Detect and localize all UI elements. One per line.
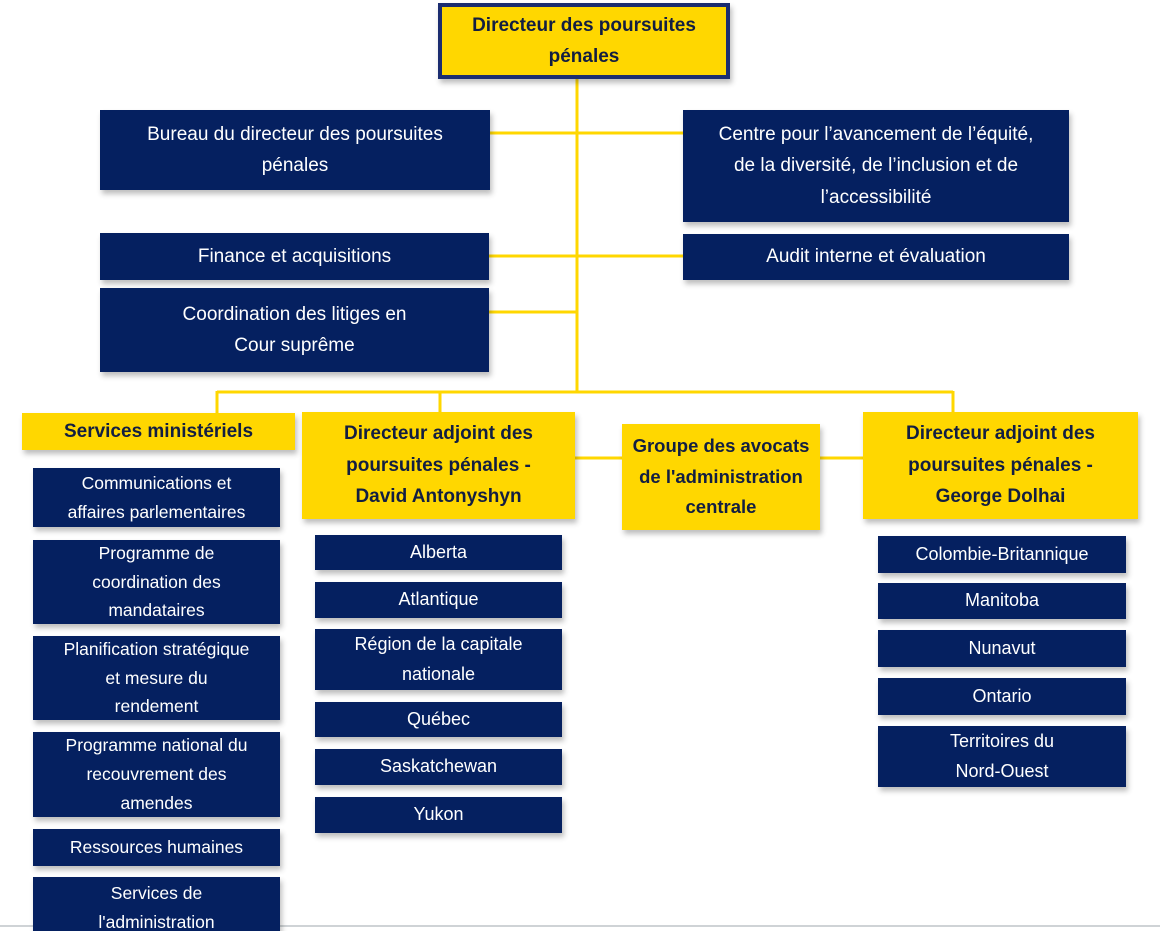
org-node-services-de-administration: Services de l'administration: [33, 877, 280, 931]
org-node-ressources-humaines: Ressources humaines: [33, 829, 280, 866]
org-node-coordination-litiges-cour-supreme: Coordination des litiges en Cour suprême: [100, 288, 489, 372]
org-node-finance-et-acquisitions: Finance et acquisitions: [100, 233, 489, 280]
org-node-services-ministeriels: Services ministériels: [22, 413, 295, 450]
org-node-ontario: Ontario: [878, 678, 1126, 715]
org-node-quebec: Québec: [315, 702, 562, 737]
org-node-programme-national-recouvrement-amendes: Programme national du recouvrement des a…: [33, 732, 280, 817]
org-node-centre-avancement-equite: Centre pour l’avancement de l’équité, de…: [683, 110, 1069, 222]
org-node-territoires-du-nord-ouest: Territoires du Nord-Ouest: [878, 726, 1126, 787]
org-node-alberta: Alberta: [315, 535, 562, 570]
org-node-directeur-des-poursuites-penales: Directeur des poursuites pénales: [438, 3, 730, 79]
org-node-dadj-george-dolhai: Directeur adjoint des poursuites pénales…: [863, 412, 1138, 519]
org-node-saskatchewan: Saskatchewan: [315, 749, 562, 785]
org-node-colombie-britannique: Colombie-Britannique: [878, 536, 1126, 573]
org-node-bureau-du-directeur: Bureau du directeur des poursuites pénal…: [100, 110, 490, 190]
org-node-communications-affaires-parlementaires: Communications et affaires parlementaire…: [33, 468, 280, 527]
org-node-planification-strategique-mesure-rendement: Planification stratégique et mesure du r…: [33, 636, 280, 720]
org-node-groupe-avocats-administration-centrale: Groupe des avocats de l'administration c…: [622, 424, 820, 530]
org-node-audit-interne-et-evaluation: Audit interne et évaluation: [683, 234, 1069, 280]
org-node-programme-coordination-mandataires: Programme de coordination des mandataire…: [33, 540, 280, 624]
bottom-divider-line: [0, 925, 1160, 927]
org-node-region-capitale-nationale: Région de la capitale nationale: [315, 629, 562, 690]
org-node-yukon: Yukon: [315, 797, 562, 833]
org-node-manitoba: Manitoba: [878, 583, 1126, 619]
org-node-dadj-david-antonyshyn: Directeur adjoint des poursuites pénales…: [302, 412, 575, 519]
org-node-atlantique: Atlantique: [315, 582, 562, 618]
org-node-nunavut: Nunavut: [878, 630, 1126, 667]
